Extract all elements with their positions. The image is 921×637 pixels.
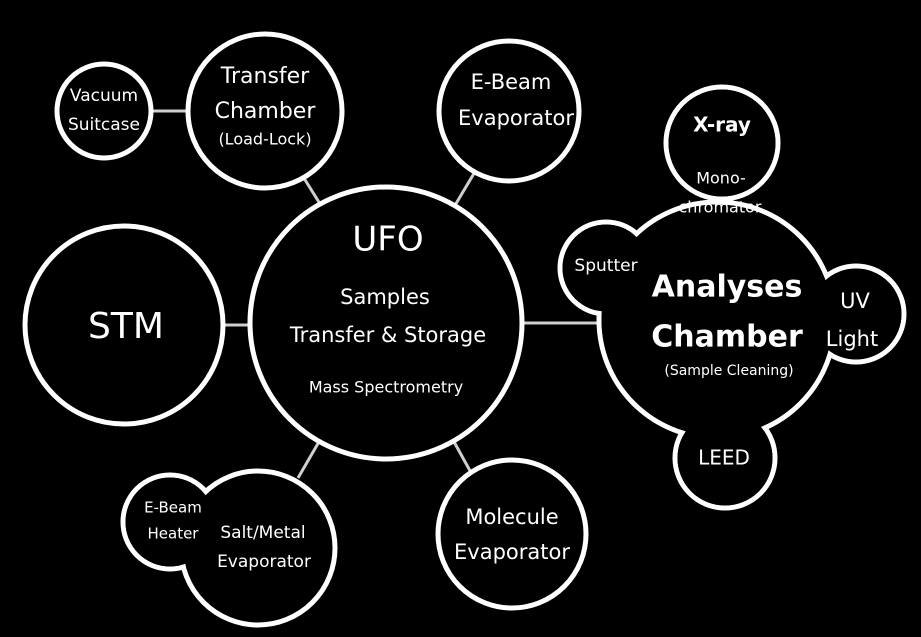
ebeam-evaporator-label-2: Evaporator: [458, 106, 574, 130]
connector-ufo-saltmetal: [296, 439, 322, 479]
transfer-chamber-label-2: Chamber: [215, 99, 317, 124]
ufo-line-1: Samples: [340, 285, 430, 309]
analyses-label-3: (Sample Cleaning): [664, 363, 793, 379]
transfer-chamber-node: [185, 31, 345, 191]
vacuum-suitcase-label-2: Suitcase: [68, 115, 140, 135]
connector-transfer-ufo: [300, 174, 324, 208]
vacuum-suitcase-label-1: Vacuum: [70, 86, 138, 106]
analyses-label-1: Analyses: [652, 270, 803, 305]
ufo-title: UFO: [352, 220, 423, 260]
analyses-cluster: [557, 84, 907, 511]
molecule-evaporator-label-1: Molecule: [465, 505, 558, 529]
ebeam-heater-label-1: E-Beam: [144, 499, 202, 517]
stm-label: STM: [88, 306, 164, 347]
analyses-label-2: Chamber: [651, 320, 803, 355]
uv-light-label-1: UV: [840, 289, 870, 313]
ebeam-heater-label-2: Heater: [148, 525, 200, 543]
cluster-fill: [125, 477, 215, 567]
ufo-line-3: Mass Spectrometry: [309, 378, 463, 397]
ebeam-evaporator-label-1: E-Beam: [471, 70, 552, 94]
salt-metal-label-2: Evaporator: [217, 552, 311, 572]
connector-ebeam-ufo: [452, 169, 478, 208]
ufo-line-2: Transfer & Storage: [289, 323, 486, 347]
vacuum-suitcase-node: [54, 61, 154, 161]
transfer-chamber-label-3: (Load-Lock): [218, 130, 311, 149]
stm-node: [22, 223, 226, 427]
monochromator-label-1: Mono-: [696, 169, 746, 188]
uv-light-label-2: Light: [826, 327, 878, 351]
salt-metal-label-1: Salt/Metal: [220, 523, 305, 543]
ufo-node: [247, 184, 525, 462]
molecule-evaporator-label-2: Evaporator: [454, 540, 570, 564]
sputter-label: Sputter: [574, 256, 637, 276]
molecule-evaporator-node: [435, 457, 589, 611]
transfer-chamber-label-1: Transfer: [220, 64, 310, 89]
xray-label: X-ray: [693, 113, 751, 137]
leed-label: LEED: [698, 446, 750, 470]
monochromator-label-2: chromator: [679, 198, 762, 217]
ebeam-evaporator-node: [436, 38, 582, 184]
